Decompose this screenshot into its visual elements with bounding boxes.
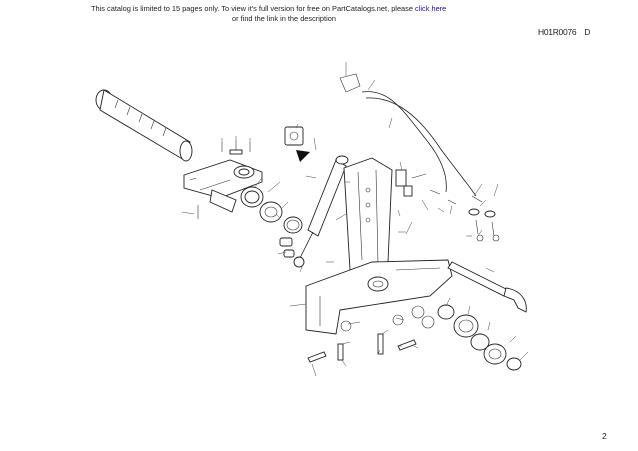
bushing-parts bbox=[279, 237, 295, 258]
hose-fittings bbox=[395, 169, 500, 242]
drawing-code-block: H01R0076 D bbox=[538, 27, 590, 37]
page-number: 2 bbox=[602, 431, 607, 441]
hydraulic-hoses bbox=[339, 73, 477, 197]
notice-line-2: or find the link in the description bbox=[232, 14, 336, 23]
drawing-revision: D bbox=[584, 27, 591, 37]
lower-pins bbox=[307, 305, 435, 363]
bracket-housing-part bbox=[183, 159, 263, 213]
mount-plate-part bbox=[284, 126, 304, 146]
bearing-rings-right bbox=[437, 304, 522, 371]
pin-parts bbox=[197, 140, 251, 219]
notice-line-1: This catalog is limited to 15 pages only… bbox=[91, 4, 446, 14]
callout-leaders: 28 30 31 32 3 26 13 37 13 36 17 8 20 7 9… bbox=[181, 62, 529, 377]
click-here-link[interactable]: click here bbox=[415, 4, 447, 13]
notice-text: This catalog is limited to 15 pages only… bbox=[91, 4, 416, 13]
shaft-part bbox=[95, 89, 193, 162]
drawing-code: H01R0076 bbox=[538, 27, 577, 37]
bearing-rings-left bbox=[240, 186, 303, 234]
hydraulic-cylinder-part bbox=[293, 155, 349, 268]
wrench-tool bbox=[447, 261, 527, 313]
direction-arrow-icon bbox=[296, 150, 310, 162]
main-frame-part bbox=[305, 157, 453, 335]
